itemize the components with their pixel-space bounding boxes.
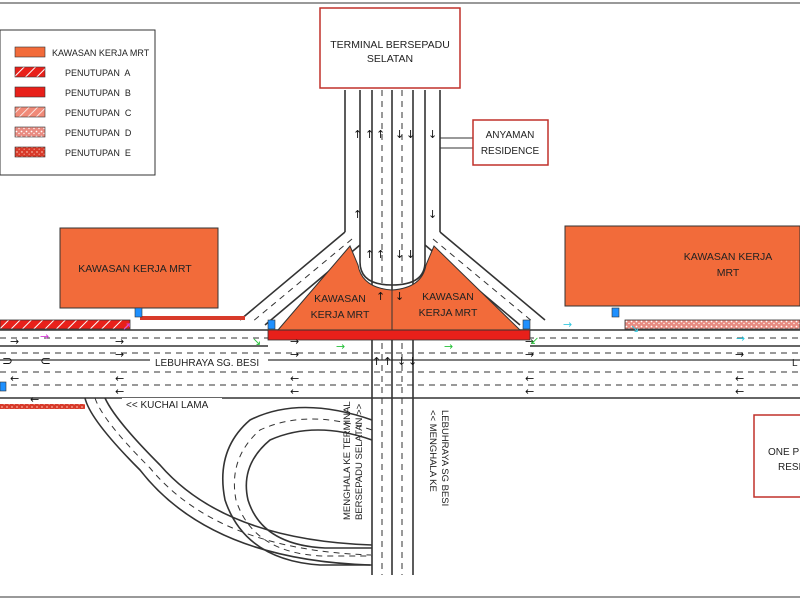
- highway-label: LEBUHRAYA SG. BESI: [155, 358, 259, 369]
- legend-swatch-penutupan-d: [14, 126, 46, 138]
- one-park-line1: ONE P: [768, 447, 799, 458]
- svg-text:↑: ↑: [376, 290, 385, 303]
- svg-text:↓: ↓: [397, 355, 406, 368]
- svg-text:↓: ↓: [408, 355, 417, 368]
- svg-text:→: →: [525, 348, 534, 361]
- svg-text:↓: ↓: [395, 290, 404, 303]
- one-park-line2: RESI: [778, 462, 800, 473]
- svg-text:←: ←: [290, 372, 299, 385]
- terminal-line2: SELATAN: [367, 53, 413, 65]
- svg-text:→: →: [10, 335, 19, 348]
- svg-text:↑: ↑: [376, 128, 385, 141]
- closure-d-right: [624, 319, 800, 330]
- svg-text:←: ←: [10, 372, 19, 385]
- to-besi-line2: LEBUHRAYA SG BESI: [439, 410, 450, 506]
- terminal-box: TERMINAL BERSEPADU SELATAN: [319, 7, 461, 89]
- svg-text:←: ←: [735, 372, 744, 385]
- closure-strip-left-small: [140, 316, 245, 320]
- svg-text:→: →: [290, 348, 299, 361]
- closure-a-left: [0, 319, 131, 330]
- svg-text:↘: ↘: [252, 335, 261, 348]
- legend-swatch-kawasan-kerja-mrt: [14, 46, 46, 58]
- legend-label-penutupan-d: PENUTUPAN D: [65, 128, 132, 138]
- svg-text:→: →: [735, 348, 744, 361]
- svg-text:←: ←: [115, 372, 124, 385]
- terminal-line1: TERMINAL BERSEPADU: [330, 39, 450, 51]
- legend-label-penutupan-b: PENUTUPAN B: [65, 88, 131, 98]
- diversion-arrows: → ↗ ↘ → → ↙ → ↘ →: [40, 318, 745, 353]
- svg-text:←: ←: [30, 393, 39, 406]
- traffic-arrows: ↑↑↑ ↓↓↓ ↑↓ ↑↑ ↓↓ ↑↓ ↑↑ ↓↓ →→→ →→ ←←← ←←←…: [2, 128, 744, 406]
- work-zone-left: KAWASAN KERJA MRT: [59, 227, 219, 309]
- work-zone-center-right-shape: [391, 245, 522, 331]
- legend-label-kawasan-kerja-mrt: KAWASAN KERJA MRT: [52, 48, 150, 58]
- svg-text:→: →: [115, 335, 124, 348]
- road-network: [0, 90, 800, 575]
- closure-b-center: [267, 329, 531, 341]
- svg-text:↘: ↘: [630, 322, 639, 335]
- svg-text:↑: ↑: [353, 208, 362, 221]
- svg-text:⊃: ⊃: [2, 354, 13, 369]
- legend-swatch-penutupan-b: [14, 86, 46, 98]
- sign-markers: [0, 307, 620, 392]
- svg-text:→: →: [736, 332, 745, 345]
- work-zone-center-left-line2: KERJA MRT: [311, 309, 370, 321]
- svg-text:↗: ↗: [122, 320, 131, 333]
- svg-text:↙: ↙: [530, 334, 539, 347]
- work-zone-right-line2: MRT: [717, 267, 740, 279]
- svg-text:↓: ↓: [428, 128, 437, 141]
- svg-text:→: →: [563, 318, 572, 331]
- svg-text:↓: ↓: [428, 208, 437, 221]
- work-zone-center-right-line1: KAWASAN: [422, 291, 474, 303]
- svg-text:→: →: [336, 340, 345, 353]
- svg-text:↑: ↑: [353, 128, 362, 141]
- svg-text:↑: ↑: [376, 248, 385, 261]
- to-terminal-line2: BERSEPADU SELATAN >>: [354, 403, 365, 520]
- svg-text:↑: ↑: [365, 128, 374, 141]
- legend-label-penutupan-a: PENUTUPAN A: [65, 68, 130, 78]
- svg-text:→: →: [290, 335, 299, 348]
- anyaman-residence: ANYAMAN RESIDENCE: [440, 119, 549, 166]
- svg-text:←: ←: [525, 372, 534, 385]
- svg-text:↓: ↓: [395, 248, 404, 261]
- work-zone-right-line1: KAWASAN KERJA: [684, 251, 773, 263]
- legend-swatch-penutupan-e: [14, 146, 46, 158]
- svg-text:⊂: ⊂: [40, 354, 51, 369]
- work-zone-right: KAWASAN KERJA MRT: [564, 225, 800, 307]
- svg-text:→: →: [40, 330, 49, 343]
- svg-text:←: ←: [290, 385, 299, 398]
- svg-text:↓: ↓: [406, 128, 415, 141]
- svg-text:←: ←: [525, 385, 534, 398]
- svg-text:←: ←: [115, 385, 124, 398]
- svg-text:←: ←: [735, 385, 744, 398]
- svg-text:↓: ↓: [406, 248, 415, 261]
- anyaman-line1: ANYAMAN: [486, 130, 535, 141]
- work-zone-center-left-line1: KAWASAN: [314, 293, 366, 305]
- svg-text:→: →: [525, 335, 534, 348]
- one-park-residence: ONE P RESI: [753, 414, 800, 498]
- svg-text:↑: ↑: [365, 248, 374, 261]
- svg-text:↑: ↑: [383, 355, 392, 368]
- to-besi-line1: << MENGHALA KE: [427, 410, 438, 492]
- svg-text:→: →: [115, 348, 124, 361]
- to-terminal-line1: MENGHALA KE TERMINAL: [342, 401, 353, 520]
- highway-label-right: L: [792, 358, 798, 369]
- work-zone-center-right-line2: KERJA MRT: [419, 307, 478, 319]
- svg-text:→: →: [444, 340, 453, 353]
- anyaman-line2: RESIDENCE: [481, 146, 540, 157]
- legend-label-penutupan-c: PENUTUPAN C: [65, 108, 132, 118]
- closure-strip-bottom-left: [0, 404, 85, 409]
- legend-swatch-penutupan-a: [14, 66, 46, 78]
- svg-text:↑: ↑: [372, 355, 381, 368]
- legend: KAWASAN KERJA MRT PENUTUPAN A PENUTUPAN B P…: [0, 29, 156, 176]
- legend-swatch-penutupan-c: [14, 106, 46, 118]
- work-zone-left-label: KAWASAN KERJA MRT: [78, 263, 192, 275]
- svg-text:↓: ↓: [395, 128, 404, 141]
- kuchai-label: << KUCHAI LAMA: [126, 400, 209, 411]
- legend-label-penutupan-e: PENUTUPAN E: [65, 148, 131, 158]
